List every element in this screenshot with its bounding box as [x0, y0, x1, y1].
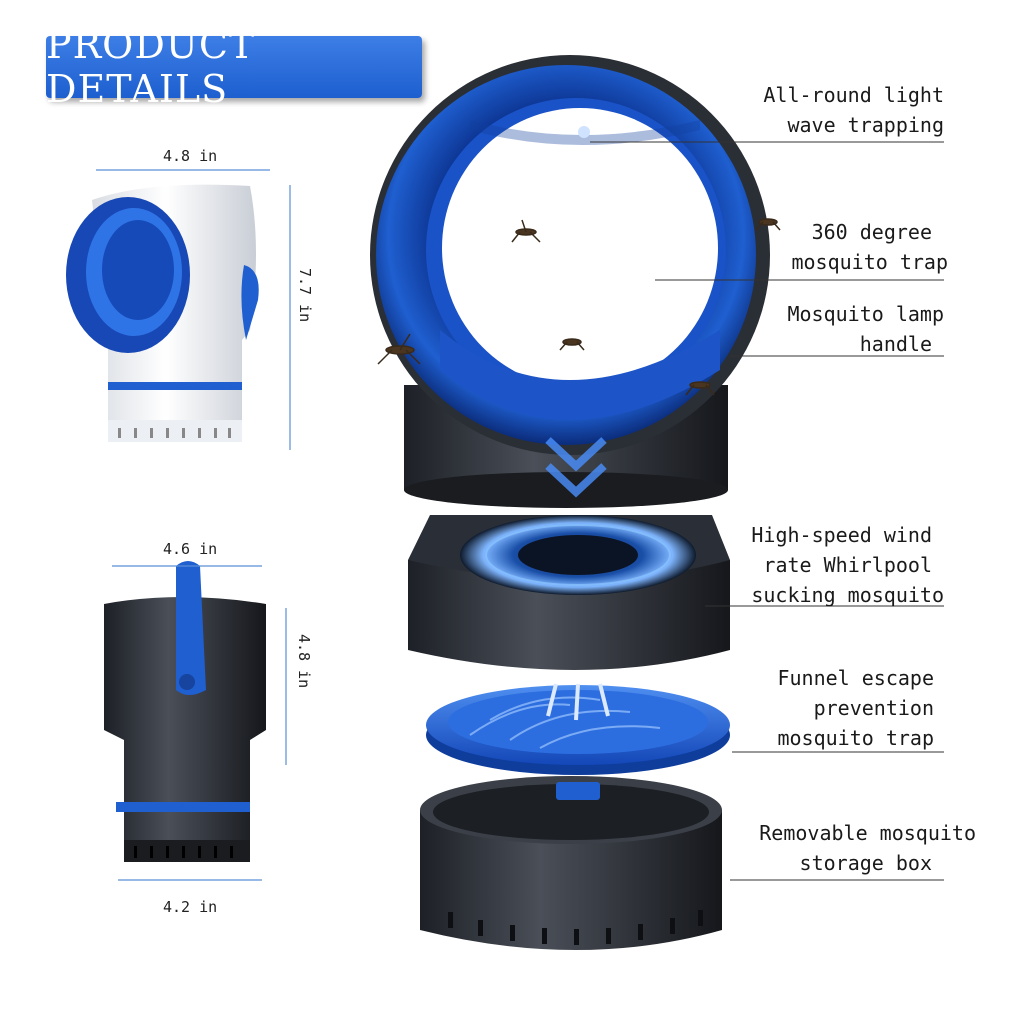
mosquito-icons [377, 218, 781, 396]
airflow-chevrons-icon [545, 437, 607, 498]
white-lamp-view [66, 184, 259, 442]
dimension-bottom-width-base: 4.2 in [163, 898, 218, 916]
trap-ring [370, 55, 770, 455]
storage-box [420, 776, 722, 950]
callout-light-wave: All-round light wave trapping [763, 83, 944, 137]
callout-storage-box: Removable mosquito storage box [759, 821, 976, 875]
uv-light-icon [578, 126, 590, 138]
airflow-arrows-icon [546, 683, 610, 721]
callout-funnel: Funnel escape prevention mosquito trap [777, 666, 934, 750]
dimension-top-height: 7.7 in [296, 268, 314, 323]
callout-leader-lines [590, 141, 944, 881]
callout-lamp-handle: Mosquito lamp handle [787, 302, 944, 356]
callout-360-trap: 360 degree mosquito trap [791, 220, 948, 274]
dimension-lines [96, 169, 291, 881]
dimension-top-width: 4.8 in [163, 147, 218, 165]
dimension-bottom-height: 4.8 in [295, 634, 313, 689]
fan-housing [408, 515, 730, 670]
funnel-tray [426, 683, 730, 775]
dimension-bottom-width-top: 4.6 in [163, 540, 218, 558]
callout-whirlpool: High-speed wind rate Whirlpool sucking m… [751, 523, 944, 607]
dark-lamp-side-view [104, 561, 266, 862]
